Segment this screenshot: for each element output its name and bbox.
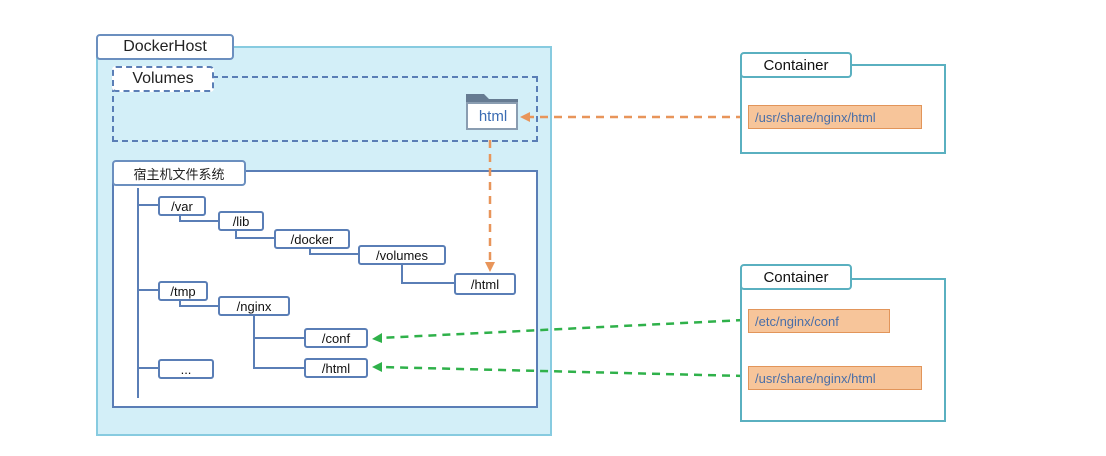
- tree-node-volumes-html: /html: [454, 273, 516, 295]
- tree-node-tmp: /tmp: [158, 281, 208, 301]
- container-box-2: [740, 278, 946, 422]
- tree-branch-nginx-html: [253, 316, 304, 369]
- volume-to-host-arrowhead: [485, 262, 495, 272]
- tree-node-conf: /conf: [304, 328, 368, 348]
- volumes-label: Volumes: [112, 66, 214, 92]
- container-title-1: Container: [740, 52, 852, 78]
- tree-node-var: /var: [158, 196, 206, 216]
- docker-host-title: DockerHost: [96, 34, 234, 60]
- container-title-2: Container: [740, 264, 852, 290]
- folder-icon: [466, 94, 518, 130]
- html-bind-arrowhead: [372, 362, 382, 372]
- conf-bind-arrowhead: [372, 333, 382, 343]
- container-2-path-html: /usr/share/nginx/html: [748, 366, 922, 390]
- container-1-path-html: /usr/share/nginx/html: [748, 105, 922, 129]
- volume-link-arrowhead: [520, 112, 530, 122]
- conf-bind-line: [379, 318, 745, 340]
- tree-node-nginx: /nginx: [218, 296, 290, 316]
- tree-node-more: ...: [158, 359, 214, 379]
- tree-node-volumes: /volumes: [358, 245, 446, 265]
- tree-branch-docker: [235, 230, 274, 239]
- html-bind-line: [379, 365, 745, 378]
- volume-folder-label: html: [478, 107, 508, 125]
- tree-node-lib: /lib: [218, 211, 264, 231]
- tree-node-nginx-html: /html: [304, 358, 368, 378]
- volumes-area: [112, 76, 538, 142]
- tree-branch-volumes-html: [401, 263, 454, 284]
- tree-branch-lib: [179, 214, 218, 222]
- tree-node-docker: /docker: [274, 229, 350, 249]
- host-filesystem-label: 宿主机文件系统: [112, 160, 246, 186]
- container-2-path-conf: /etc/nginx/conf: [748, 309, 890, 333]
